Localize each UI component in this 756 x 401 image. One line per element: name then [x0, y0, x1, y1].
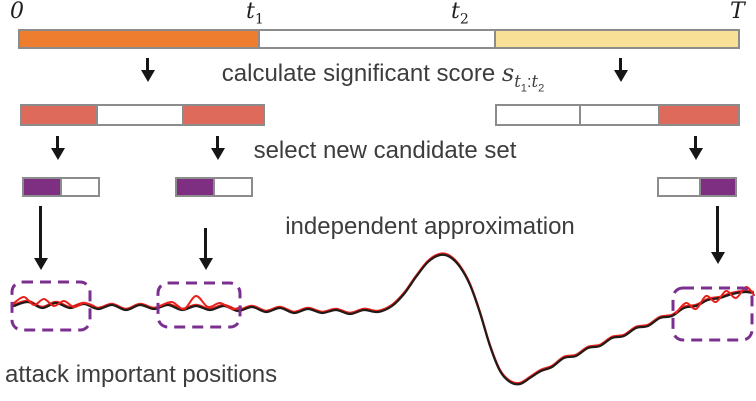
timeline-label-t2: t2 — [451, 0, 469, 28]
step1-text: calculate significant score — [221, 60, 502, 87]
candidate-bar-left — [20, 104, 265, 126]
selected-bar-a — [22, 177, 100, 197]
down-arrow-icon — [216, 136, 219, 156]
bar-segment-segment-before-t1 — [20, 31, 259, 47]
bar-segment-empty — [659, 179, 699, 195]
perturbation-path — [675, 286, 755, 314]
score-sub-t1-index: 1 — [520, 82, 527, 95]
t1-sub: 1 — [254, 11, 264, 28]
down-arrow-icon — [39, 206, 42, 266]
score-sub-t2: t — [531, 71, 539, 91]
attack-region-box — [671, 286, 754, 342]
timeline-label-0: 0 — [10, 0, 24, 24]
bar-segment-selected — [177, 179, 213, 195]
attack-region-box — [10, 280, 92, 332]
bar-segment-segment-t1-t2 — [258, 31, 494, 47]
down-arrow-icon — [204, 228, 207, 266]
step2-label: select new candidate set — [253, 137, 517, 164]
timeline-label-t1: t1 — [246, 0, 264, 28]
score-sub-t2-index: 2 — [538, 82, 545, 95]
bar-segment-candidate — [658, 106, 738, 124]
timeline-label-T: T — [730, 0, 745, 24]
score-sub-t1: t — [514, 71, 521, 91]
bar-segment-candidate — [182, 106, 263, 124]
bar-segment-selected — [24, 179, 60, 195]
step1-label: calculate significant score st1:t2 — [222, 59, 544, 94]
bar-segment-empty — [212, 179, 251, 195]
down-arrow-icon — [716, 206, 719, 260]
down-arrow-icon — [146, 58, 149, 78]
t2-sub: 2 — [459, 11, 469, 28]
attack-region-box — [156, 281, 242, 329]
candidate-bar-right — [495, 104, 740, 126]
bar-segment-segment-after-t2 — [493, 31, 738, 47]
timeline-bar — [18, 29, 740, 49]
bar-segment-selected — [698, 179, 735, 195]
perturbation-path — [159, 295, 242, 311]
step4-label: attack important positions — [5, 361, 278, 388]
t2-base: t — [451, 0, 460, 24]
bar-segment-empty — [95, 106, 183, 124]
perturbation-path — [13, 296, 95, 308]
score-sub-colon: : — [526, 72, 532, 91]
down-arrow-icon — [619, 58, 622, 78]
selected-bar-c — [657, 177, 737, 197]
score-subscript: t1:t2 — [514, 71, 545, 95]
bar-segment-empty — [578, 106, 659, 124]
t1-base: t — [246, 0, 255, 24]
down-arrow-icon — [694, 136, 697, 156]
score-variable: s — [501, 59, 515, 87]
bar-segment-empty — [59, 179, 98, 195]
step3-label: independent approximation — [285, 213, 575, 240]
original-series-path — [12, 253, 755, 386]
bar-segment-candidate — [22, 106, 96, 124]
bar-segment-empty — [497, 106, 579, 124]
selected-bar-b — [175, 177, 253, 197]
down-arrow-icon — [56, 136, 59, 156]
